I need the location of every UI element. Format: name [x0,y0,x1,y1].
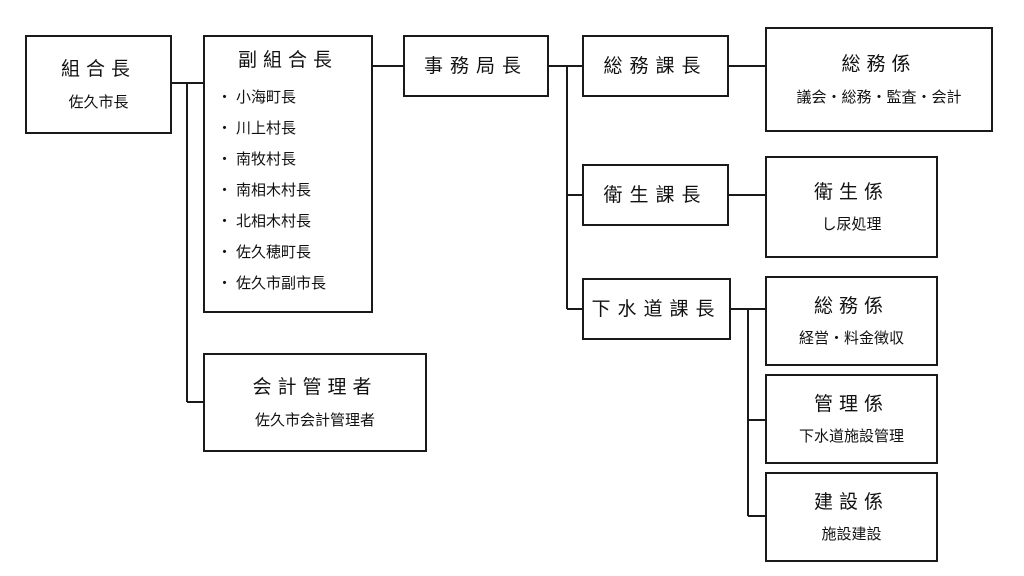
general-affairs-section-box: 総務課長 [582,35,729,97]
sewer-general-affairs-unit-box: 総務係 経営・料金徴収 [765,276,938,366]
management-unit-box: 管理係 下水道施設管理 [765,374,938,464]
section-title: 衛生課長 [603,183,708,206]
construction-unit-box: 建設係 施設建設 [765,472,938,562]
union-head-title: 組合長 [60,58,136,81]
union-head-holder: 佐久市長 [68,92,129,111]
union-head-box: 組合長 佐久市長 [25,35,172,134]
accounting-manager-holder: 佐久市会計管理者 [254,410,375,429]
sanitation-section-box: 衛生課長 [582,164,729,226]
bureau-chief-box: 事務局長 [403,35,549,97]
unit-duties: 議会・総務・監査・会計 [796,87,962,106]
accounting-manager-title: 会計管理者 [252,376,378,399]
unit-title: 総務係 [813,294,889,317]
unit-title: 管理係 [813,392,889,415]
unit-duties: 下水道施設管理 [798,427,904,446]
unit-duties: 施設建設 [821,525,882,544]
sewer-section-box: 下水道課長 [582,278,731,340]
section-title: 下水道課長 [591,297,722,320]
unit-title: 衛生係 [813,180,889,203]
vice-head-member: ・佐久市副市長 [217,273,327,292]
unit-duties: 経営・料金徴収 [798,329,904,348]
vice-head-box: 副組合長 ・小海町長 ・川上村長 ・南牧村長 ・南相木村長 ・北相木村長 ・佐久… [203,35,373,313]
sanitation-unit-box: 衛生係 し尿処理 [765,156,938,258]
unit-duties: し尿処理 [821,215,882,234]
vice-head-member: ・川上村長 [217,118,297,137]
bureau-chief-title: 事務局長 [423,54,528,77]
vice-head-member: ・南相木村長 [217,180,312,199]
general-affairs-unit-box: 総務係 議会・総務・監査・会計 [765,27,993,132]
vice-head-title: 副組合長 [237,49,338,71]
vice-head-member-list: ・小海町長 ・川上村長 ・南牧村長 ・南相木村長 ・北相木村長 ・佐久穂町長 ・… [205,82,371,299]
vice-head-member: ・佐久穂町長 [217,242,312,261]
accounting-manager-box: 会計管理者 佐久市会計管理者 [203,353,427,452]
section-title: 総務課長 [603,54,708,77]
vice-head-member: ・小海町長 [217,87,297,106]
unit-title: 総務係 [841,53,917,76]
unit-title: 建設係 [813,490,889,513]
vice-head-member: ・北相木村長 [217,211,312,230]
vice-head-member: ・南牧村長 [217,149,297,168]
